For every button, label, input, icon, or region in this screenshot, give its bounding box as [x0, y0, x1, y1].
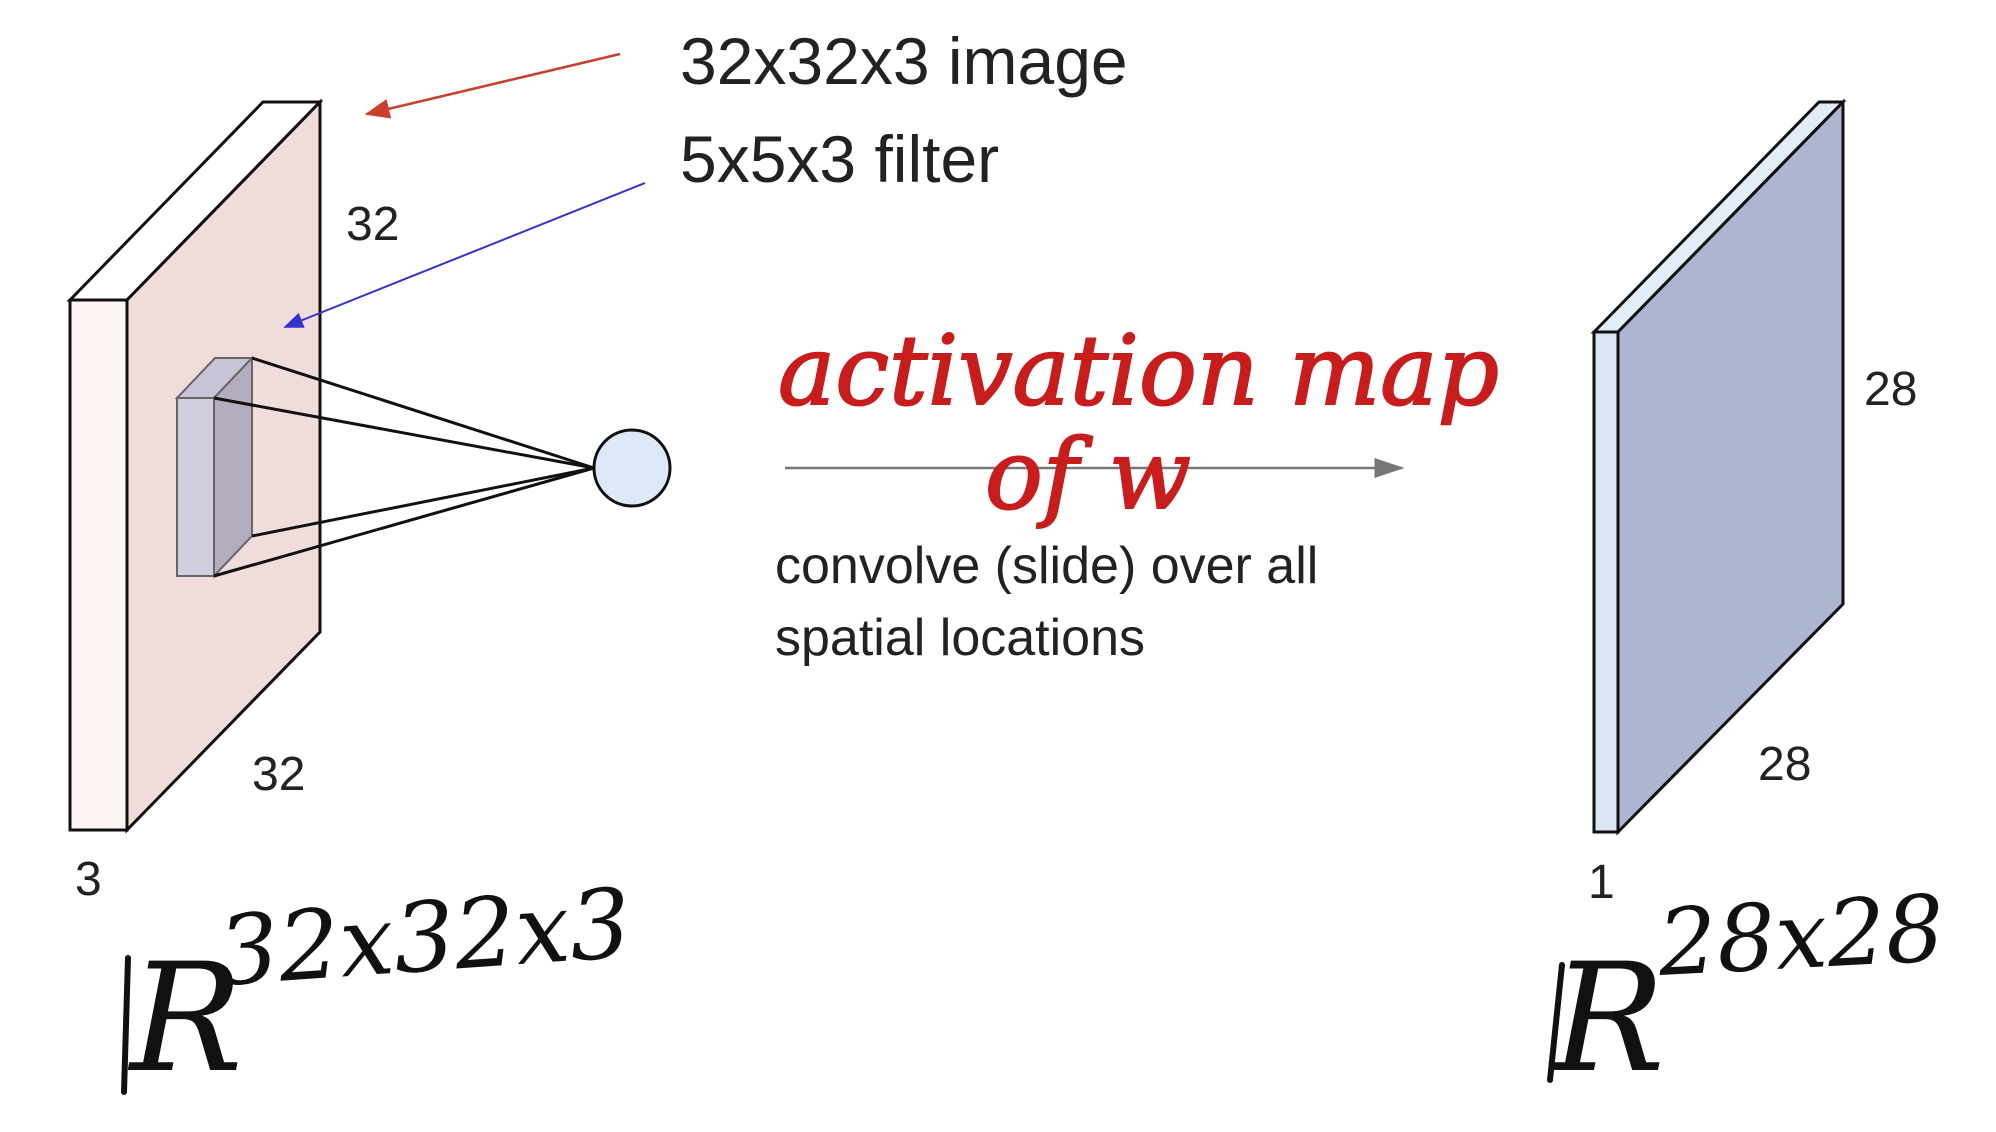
input-space-symbol: R — [127, 932, 243, 1106]
operation-text-line1: convolve (slide) over all — [775, 537, 1318, 595]
output-map-side-face — [1616, 98, 1845, 836]
output-depth-label: 1 — [1588, 856, 1615, 909]
image-pointer-arrow — [364, 52, 621, 119]
image-annotation: 32x32x3 image — [680, 24, 1128, 98]
operation-text-line2: spatial locations — [775, 609, 1145, 667]
output-activation-map — [1590, 98, 1847, 836]
output-space-notation: R 28x28 — [1547, 875, 1947, 1106]
input-volume-front-face — [68, 298, 129, 832]
filter-front-face — [176, 397, 215, 577]
filter-volume — [174, 355, 255, 579]
output-space-double-bar — [1547, 962, 1565, 1083]
filter-to-neuron-lines — [213, 356, 595, 578]
filter-pointer-arrow — [283, 182, 646, 328]
neuron-node — [592, 428, 672, 508]
input-space-double-bar — [121, 955, 131, 1095]
input-space-exponent: 32x32x3 — [214, 867, 634, 1008]
input-height-label: 32 — [346, 198, 399, 251]
handwritten-activation-map: activation map — [778, 315, 1499, 427]
input-space-notation: R 32x32x3 — [121, 867, 634, 1106]
filter-side-face — [213, 355, 253, 579]
input-depth-label: 3 — [75, 853, 102, 906]
output-height-label: 28 — [1864, 363, 1917, 416]
output-width-label: 28 — [1758, 738, 1811, 791]
output-space-symbol: R — [1549, 932, 1665, 1106]
output-space-exponent: 28x28 — [1655, 875, 1947, 997]
output-map-front-face — [1592, 330, 1620, 834]
input-width-label: 32 — [252, 748, 305, 801]
filter-annotation: 5x5x3 filter — [680, 122, 999, 196]
handwritten-of-w: of w — [985, 419, 1191, 531]
